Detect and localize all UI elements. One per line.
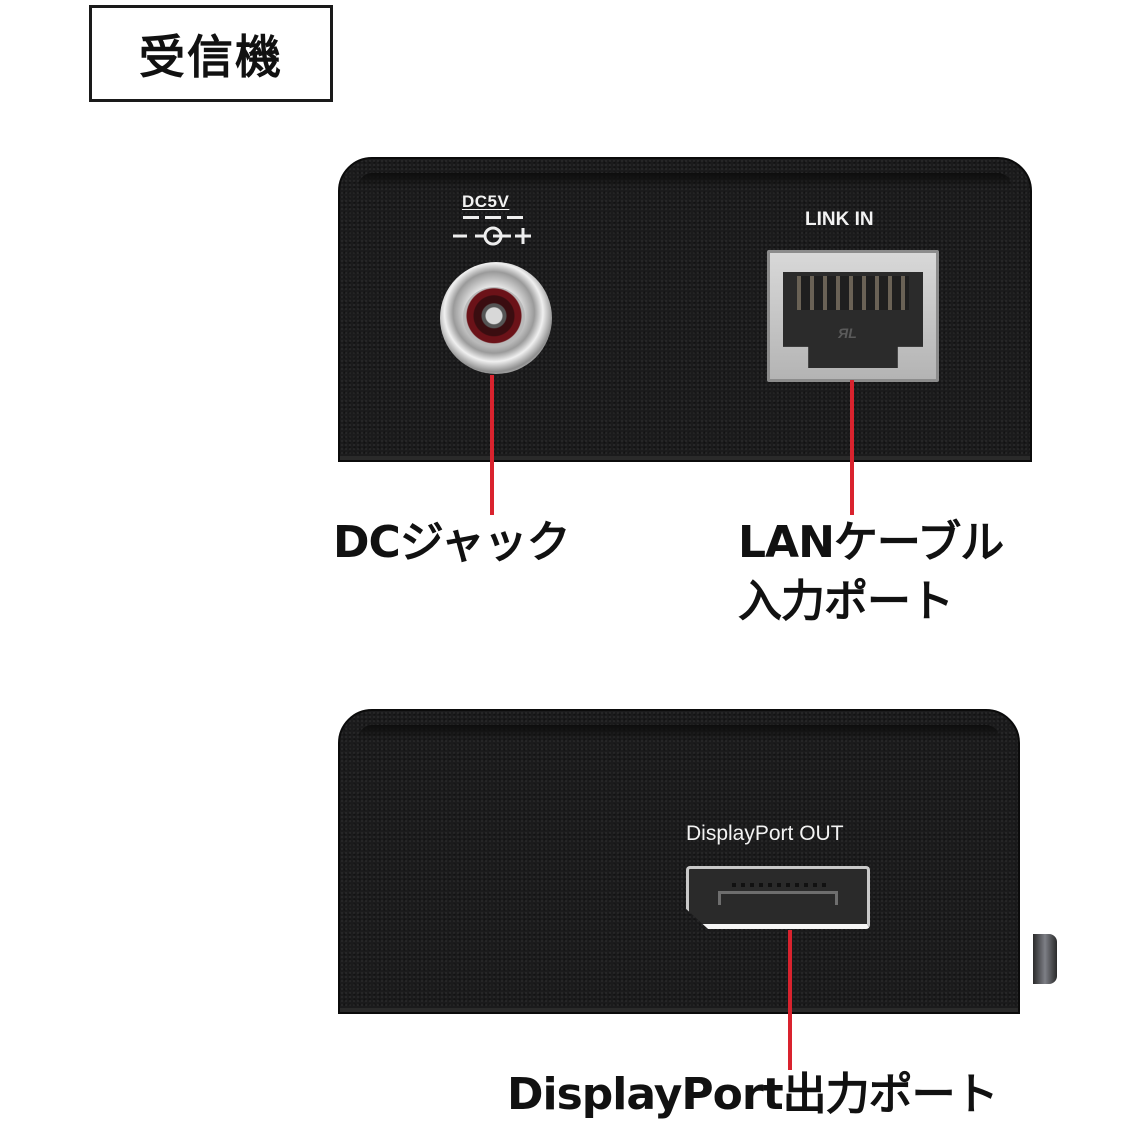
side-knob bbox=[1033, 934, 1057, 984]
dc-symbol-dashes bbox=[463, 216, 523, 219]
displayport-connector bbox=[686, 866, 870, 929]
callout-lan-port-line1: LANケーブル bbox=[738, 517, 1004, 568]
title-box: 受信機 bbox=[89, 5, 333, 102]
displayport-tongue bbox=[718, 891, 838, 905]
rj45-contacts bbox=[797, 276, 909, 310]
ul-mark-icon: ЯL bbox=[838, 325, 857, 341]
callout-lan-port-line2: 入力ポート bbox=[738, 576, 954, 627]
leader-line-dc bbox=[490, 375, 494, 515]
dc-jack-pin bbox=[463, 287, 525, 347]
leader-line-dp bbox=[788, 930, 792, 1070]
displayport-pins bbox=[732, 883, 828, 887]
page-title: 受信機 bbox=[139, 29, 283, 84]
callout-displayport-port: DisplayPort出力ポート bbox=[507, 1069, 999, 1120]
dc-voltage-label: DC5V bbox=[462, 192, 510, 211]
displayport-out-label: DisplayPort OUT bbox=[686, 822, 844, 845]
link-in-label: LINK IN bbox=[805, 209, 874, 230]
polarity-icon bbox=[453, 226, 531, 246]
callout-dc-jack: DCジャック bbox=[333, 517, 571, 568]
leader-line-lan bbox=[850, 380, 854, 515]
receiver-front-panel bbox=[338, 709, 1020, 1014]
